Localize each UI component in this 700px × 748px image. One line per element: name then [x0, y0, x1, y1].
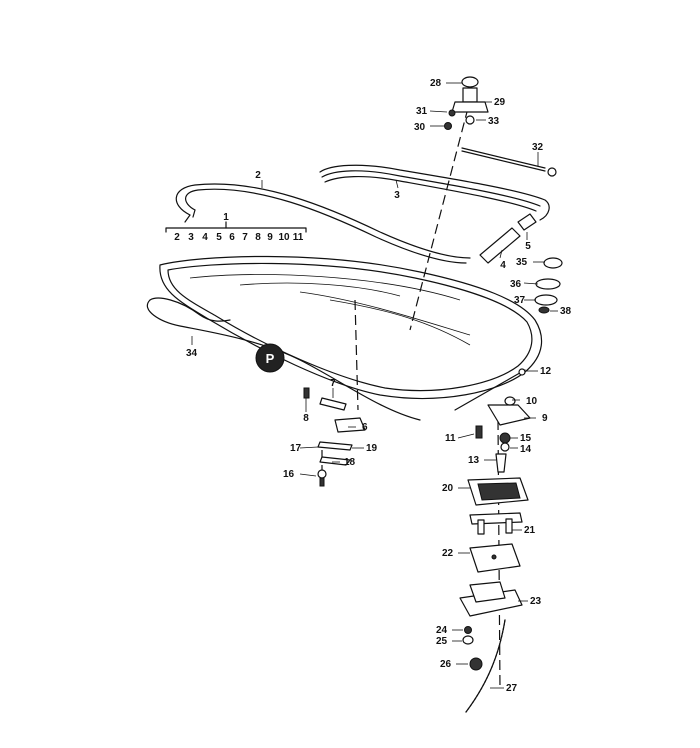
callout-14: 14: [520, 444, 532, 455]
callout-15: 15: [520, 433, 532, 444]
callout-13: 13: [468, 455, 480, 466]
kit-item-5: 5: [216, 232, 222, 243]
callout-27: 27: [506, 683, 518, 694]
callout-5: 5: [525, 241, 531, 252]
callout-18: 18: [344, 457, 356, 468]
hinge-cluster: [444, 76, 489, 130]
callout-30: 30: [414, 122, 426, 133]
lock-housing: [467, 477, 529, 506]
callout-2: 2: [255, 170, 261, 181]
callout-22: 22: [442, 548, 454, 559]
kit-item-11: 11: [293, 232, 304, 243]
callout-16: 16: [283, 469, 295, 480]
kit-contents-row: 2 3 4 5 6 7 8 9 10 11: [174, 232, 304, 243]
rear-window-glass: [159, 255, 543, 400]
callout-7: 7: [330, 378, 336, 389]
kit-item-10: 10: [278, 232, 290, 243]
leader-lines: [191, 82, 558, 689]
callout-32: 32: [532, 142, 544, 153]
kit-item-8: 8: [255, 232, 261, 243]
support-rod: [461, 147, 557, 177]
fasteners: [462, 626, 483, 671]
callout-4: 4: [500, 260, 506, 271]
callout-25: 25: [436, 636, 448, 647]
kit-item-2: 2: [174, 232, 180, 243]
lock-base: [459, 581, 523, 617]
kit-item-9: 9: [267, 232, 273, 243]
callout-10: 10: [526, 396, 538, 407]
kit-item-4: 4: [202, 232, 208, 243]
kit-item-3: 3: [188, 232, 194, 243]
callout-6: 6: [362, 422, 368, 433]
callout-8: 8: [303, 413, 309, 424]
callout-36: 36: [510, 279, 522, 290]
callout-38: 38: [560, 306, 572, 317]
drain-hose: [479, 213, 537, 264]
callout-labels: 1 2 3 4 5 6 7 8 9 10 11 12 13 14 15 16 1…: [186, 78, 572, 694]
latch-parts: [303, 387, 366, 487]
callout-35: 35: [516, 257, 528, 268]
seal-lower: [146, 297, 421, 421]
callout-29: 29: [494, 97, 506, 108]
porsche-crest-logo: P: [255, 343, 285, 373]
callout-37: 37: [514, 295, 526, 306]
callout-28: 28: [430, 78, 442, 89]
callout-11: 11: [445, 433, 456, 444]
callout-17: 17: [290, 443, 302, 454]
svg-text:P: P: [266, 351, 275, 366]
callout-20: 20: [442, 483, 454, 494]
callout-33: 33: [488, 116, 500, 127]
callout-19: 19: [366, 443, 378, 454]
callout-21: 21: [524, 525, 536, 536]
buffer-stack: [534, 257, 563, 314]
trim-strip: [319, 164, 550, 221]
callout-23: 23: [530, 596, 542, 607]
callout-1: 1: [223, 212, 229, 223]
mounting-bracket: [469, 512, 523, 535]
cover-plate: [469, 543, 521, 573]
callout-24: 24: [436, 625, 448, 636]
drain-tube: [465, 619, 506, 713]
release-cable: [454, 368, 526, 411]
weatherstrip-upper: [175, 183, 471, 264]
callout-3: 3: [394, 190, 400, 201]
callout-9: 9: [542, 413, 548, 424]
callout-26: 26: [440, 659, 452, 670]
callout-12: 12: [540, 366, 552, 377]
callout-34: 34: [186, 348, 198, 359]
callout-31: 31: [416, 106, 428, 117]
kit-bracket: [165, 221, 307, 233]
kit-item-7: 7: [242, 232, 248, 243]
kit-item-6: 6: [229, 232, 235, 243]
